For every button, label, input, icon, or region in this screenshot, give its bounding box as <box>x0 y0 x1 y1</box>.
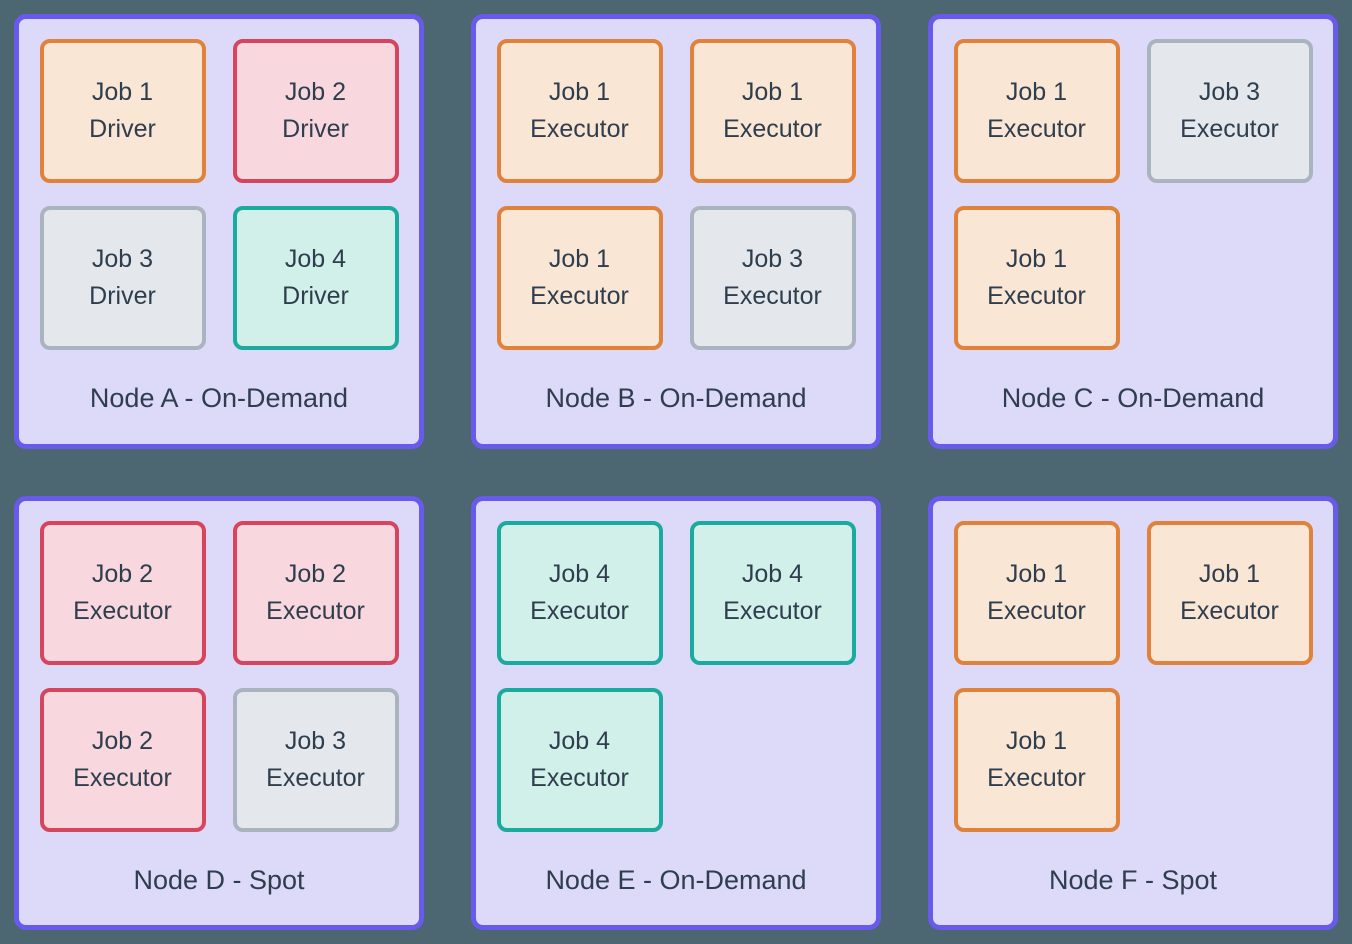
job-box-node-e-0: Job 4 Executor <box>496 520 663 665</box>
job-role: Driver <box>282 115 349 143</box>
job-name: Job 3 <box>741 245 804 273</box>
job-role: Executor <box>530 596 629 625</box>
node-a: Job 1 Driver Job 2 Driver Job 3 Driver J… <box>14 14 424 449</box>
job-role: Executor <box>723 596 822 625</box>
job-name: Job 1 <box>548 78 611 106</box>
job-role: Executor <box>530 115 629 143</box>
node-label: Node B - On-Demand <box>545 383 807 414</box>
node-label: Node A - On-Demand <box>89 383 349 414</box>
job-name: Job 1 <box>91 78 154 106</box>
job-box-node-a-2: Job 3 Driver <box>39 206 206 350</box>
job-box-node-e-1: Job 4 Executor <box>689 520 856 665</box>
job-slots: Job 4 Executor Job 4 Executor Job 4 Exec… <box>476 501 876 832</box>
job-box-node-f-0: Job 1 Executor <box>953 520 1120 665</box>
job-slots: Job 1 Executor Job 3 Executor Job 1 Exec… <box>933 19 1333 350</box>
job-role: Executor <box>266 596 365 625</box>
job-role: Executor <box>266 763 365 792</box>
job-box-node-a-1: Job 2 Driver <box>232 39 399 183</box>
job-name: Job 2 <box>91 559 154 588</box>
job-name: Job 4 <box>548 559 611 588</box>
node-c: Job 1 Executor Job 3 Executor Job 1 Exec… <box>928 14 1338 449</box>
job-box-node-a-0: Job 1 Driver <box>39 39 206 183</box>
job-role: Executor <box>1180 596 1279 625</box>
job-name: Job 1 <box>1005 559 1068 588</box>
job-box-node-d-3: Job 3 Executor <box>232 687 399 832</box>
job-box-node-d-0: Job 2 Executor <box>39 520 206 665</box>
node-label: Node F - Spot <box>1048 864 1218 895</box>
job-name: Job 1 <box>1198 559 1261 588</box>
job-box-node-f-2: Job 1 Executor <box>953 687 1120 832</box>
node-label: Node D - Spot <box>133 864 305 895</box>
job-box-node-b-1: Job 1 Executor <box>689 39 856 183</box>
job-name: Job 1 <box>548 245 611 273</box>
job-role: Executor <box>1180 115 1279 143</box>
job-box-node-b-2: Job 1 Executor <box>496 206 663 350</box>
job-box-node-e-2: Job 4 Executor <box>496 687 663 832</box>
job-box-node-c-1: Job 3 Executor <box>1146 39 1313 183</box>
job-name: Job 3 <box>1198 78 1261 106</box>
job-name: Job 4 <box>548 726 611 755</box>
job-role: Executor <box>530 763 629 792</box>
job-name: Job 4 <box>284 245 347 273</box>
job-box-node-d-2: Job 2 Executor <box>39 687 206 832</box>
job-role: Executor <box>987 115 1086 143</box>
job-role: Executor <box>987 596 1086 625</box>
job-name: Job 1 <box>1005 245 1068 273</box>
node-label: Node C - On-Demand <box>1001 383 1265 414</box>
job-name: Job 2 <box>284 78 347 106</box>
job-role: Driver <box>282 282 349 310</box>
job-name: Job 1 <box>741 78 804 106</box>
job-name: Job 3 <box>91 245 154 273</box>
job-box-node-b-3: Job 3 Executor <box>689 206 856 350</box>
job-name: Job 2 <box>91 726 154 755</box>
job-role: Driver <box>89 282 156 310</box>
job-box-node-a-3: Job 4 Driver <box>232 206 399 350</box>
job-slots: Job 1 Executor Job 1 Executor Job 1 Exec… <box>476 19 876 350</box>
job-role: Executor <box>987 282 1086 310</box>
job-box-node-c-0: Job 1 Executor <box>953 39 1120 183</box>
job-box-node-b-0: Job 1 Executor <box>496 39 663 183</box>
node-label: Node E - On-Demand <box>545 864 807 895</box>
job-name: Job 4 <box>741 559 804 588</box>
job-role: Executor <box>73 596 172 625</box>
job-box-node-d-1: Job 2 Executor <box>232 520 399 665</box>
node-f: Job 1 Executor Job 1 Executor Job 1 Exec… <box>928 495 1338 930</box>
job-slots: Job 2 Executor Job 2 Executor Job 2 Exec… <box>19 501 419 832</box>
node-e: Job 4 Executor Job 4 Executor Job 4 Exec… <box>471 495 881 930</box>
node-b: Job 1 Executor Job 1 Executor Job 1 Exec… <box>471 14 881 449</box>
job-box-node-f-1: Job 1 Executor <box>1146 520 1313 665</box>
node-d: Job 2 Executor Job 2 Executor Job 2 Exec… <box>14 495 424 930</box>
job-role: Executor <box>723 282 822 310</box>
job-name: Job 3 <box>284 726 347 755</box>
job-role: Executor <box>530 282 629 310</box>
job-name: Job 1 <box>1005 726 1068 755</box>
job-role: Executor <box>987 763 1086 792</box>
job-role: Executor <box>73 763 172 792</box>
job-slots: Job 1 Executor Job 1 Executor Job 1 Exec… <box>933 501 1333 832</box>
job-role: Driver <box>89 115 156 143</box>
job-role: Executor <box>723 115 822 143</box>
job-name: Job 2 <box>284 559 347 588</box>
job-slots: Job 1 Driver Job 2 Driver Job 3 Driver J… <box>19 19 419 350</box>
job-box-node-c-2: Job 1 Executor <box>953 206 1120 350</box>
job-name: Job 1 <box>1005 78 1068 106</box>
